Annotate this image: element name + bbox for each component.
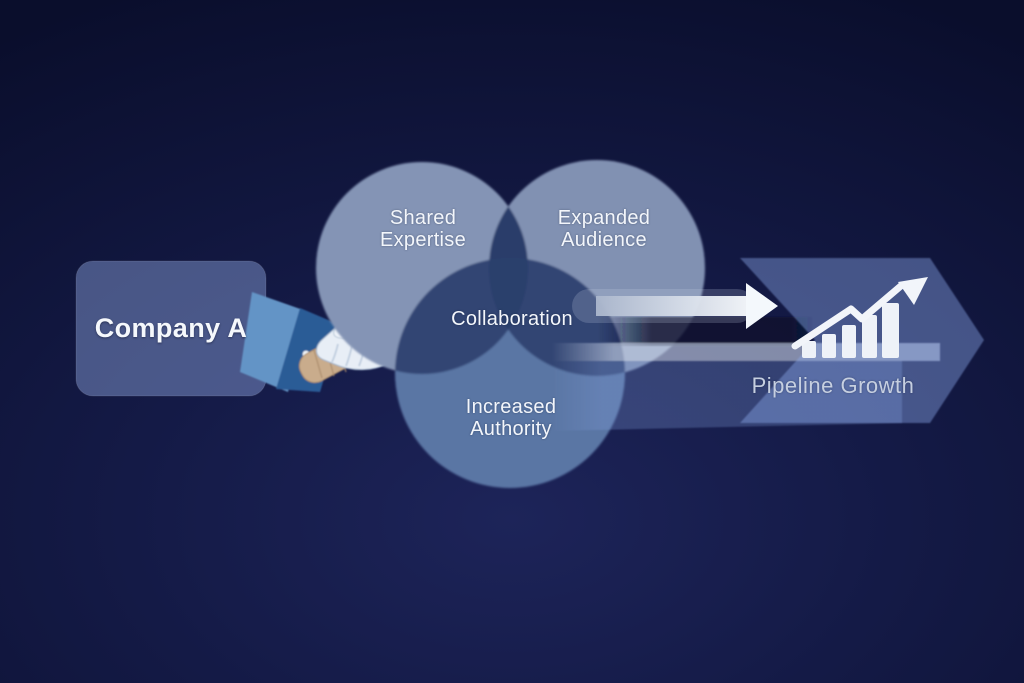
venn-center-label: Collaboration [451, 308, 573, 330]
bar-chart-icon [802, 303, 899, 358]
venn-label-shared-expertise: Shared Expertise [379, 207, 467, 251]
trend-arrow-icon [791, 277, 928, 350]
flow-arrow-icon [572, 283, 778, 329]
venn-label-increased-authority: Increased Authority [465, 396, 557, 440]
venn-label-expanded-audience: Expanded Audience [557, 207, 651, 251]
company-a-label: Company A [94, 313, 248, 343]
pipeline-growth-label: Pipeline Growth [751, 373, 915, 398]
